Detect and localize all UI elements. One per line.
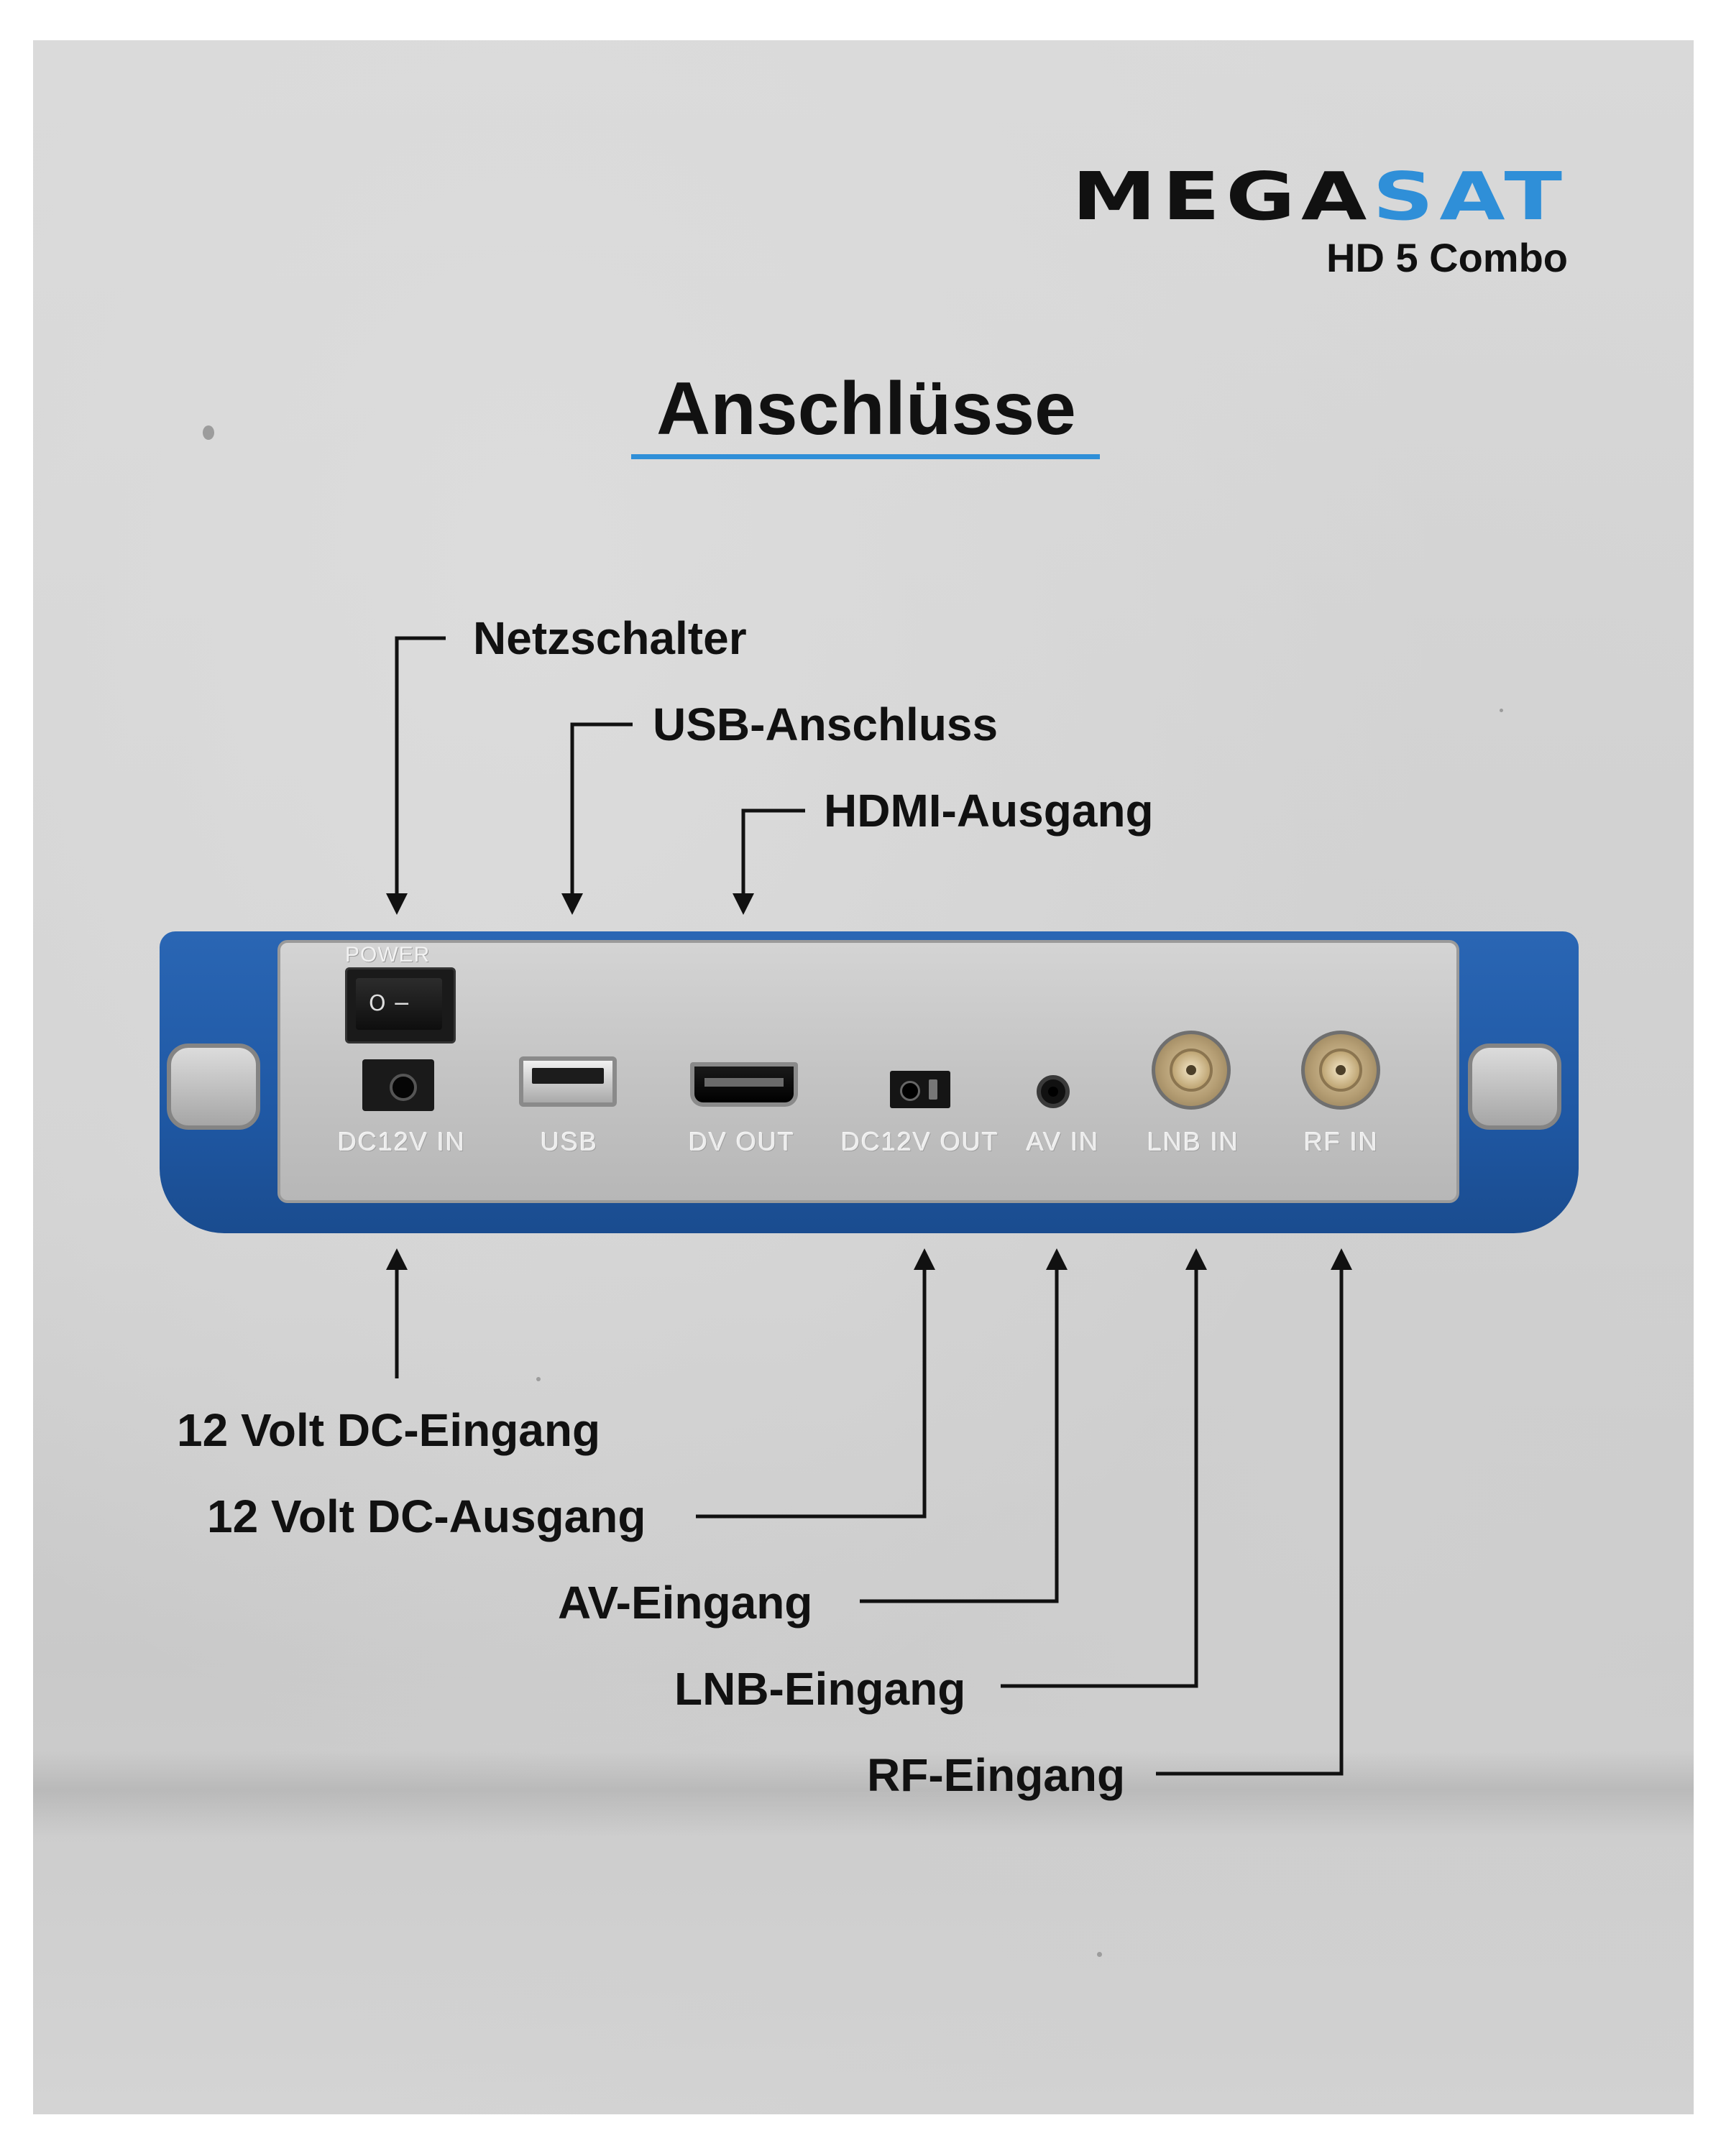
wall-speck	[1097, 1952, 1102, 1957]
title-underline	[631, 454, 1100, 459]
hdmi-port[interactable]	[690, 1062, 798, 1107]
port-label-dc-out: DC12V OUT	[841, 1127, 1000, 1156]
port-label-lnb-in: LNB IN	[1147, 1127, 1240, 1156]
callout-lnb	[1001, 1248, 1207, 1688]
label-av-eingang: AV-Eingang	[558, 1577, 813, 1628]
rf-ring	[1319, 1049, 1362, 1092]
callout-hdmi	[733, 808, 805, 915]
label-dc-eingang: 12 Volt DC-Eingang	[177, 1404, 601, 1456]
lnb-in-connector[interactable]	[1152, 1031, 1231, 1110]
label-hdmi-ausgang: HDMI-Ausgang	[824, 785, 1154, 837]
lnb-pin	[1186, 1065, 1196, 1075]
dc-in-hole	[390, 1074, 417, 1101]
label-netzschalter: Netzschalter	[473, 612, 747, 664]
rear-panel	[277, 940, 1459, 1203]
callout-usb	[561, 722, 633, 915]
port-label-usb: USB	[541, 1127, 599, 1156]
label-usb-anschluss: USB-Anschluss	[653, 699, 999, 750]
dc-out-bar	[929, 1079, 937, 1100]
wall-speck	[536, 1377, 541, 1381]
usb-port[interactable]	[519, 1056, 617, 1107]
av-in-hole	[1048, 1087, 1058, 1097]
wall-speck	[1500, 709, 1503, 712]
brand-block: MEGASAT HD 5 Combo	[1072, 154, 1568, 281]
label-dc-ausgang: 12 Volt DC-Ausgang	[207, 1491, 646, 1542]
label-lnb-eingang: LNB-Eingang	[674, 1663, 966, 1715]
label-rf-eingang: RF-Eingang	[867, 1749, 1126, 1801]
switch-rocker: O −	[356, 978, 442, 1030]
left-bumper	[167, 1044, 260, 1130]
callout-rf	[1156, 1248, 1352, 1776]
power-switch[interactable]: O −	[345, 967, 456, 1044]
port-label-av-in: AV IN	[1027, 1127, 1100, 1156]
power-text: POWER	[345, 943, 431, 967]
page-title: Anschlüsse	[656, 367, 1076, 451]
megasat-logo: MEGASAT	[1072, 157, 1568, 235]
wall-speck	[203, 425, 214, 440]
hdmi-contacts	[704, 1078, 784, 1087]
right-bumper	[1468, 1044, 1561, 1130]
floor-shadow	[33, 1751, 1694, 1837]
rf-pin	[1336, 1065, 1346, 1075]
rf-in-connector[interactable]	[1301, 1031, 1380, 1110]
usb-tongue	[532, 1068, 604, 1084]
callout-dc-out	[696, 1248, 935, 1519]
callout-av	[860, 1248, 1068, 1603]
port-label-dc-in: DC12V IN	[338, 1127, 467, 1156]
av-in-jack[interactable]	[1037, 1075, 1070, 1108]
lnb-ring	[1170, 1049, 1213, 1092]
port-label-rf-in: RF IN	[1304, 1127, 1379, 1156]
dc-out-hole	[900, 1081, 920, 1101]
dc-out-port[interactable]	[890, 1071, 950, 1108]
model-name: HD 5 Combo	[1326, 235, 1568, 280]
dc-in-port[interactable]	[362, 1059, 434, 1111]
callout-netzschalter	[386, 636, 446, 915]
port-label-dv-out: DV OUT	[689, 1127, 796, 1156]
